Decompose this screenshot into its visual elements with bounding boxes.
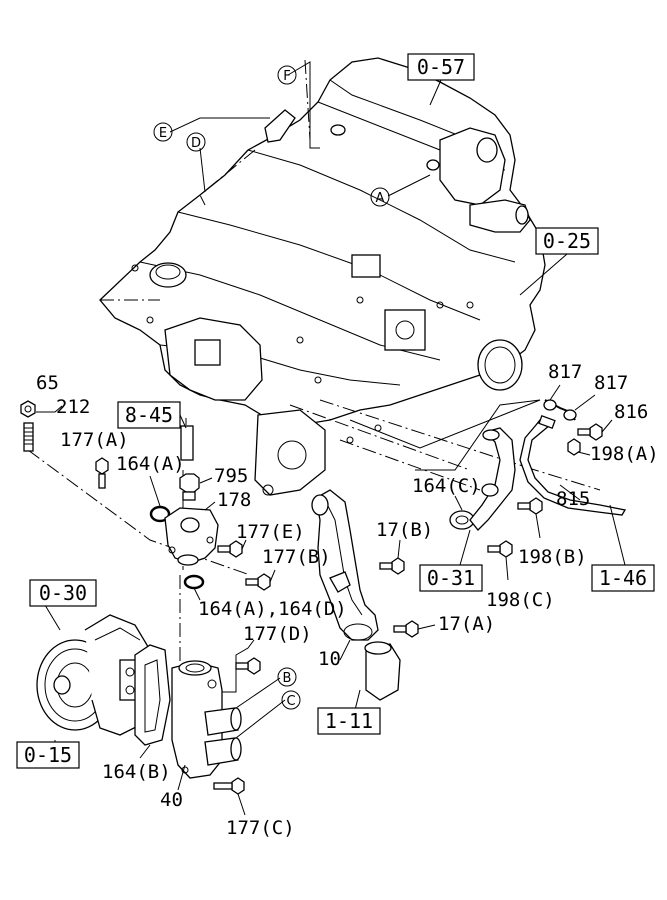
o-ring-164a-d <box>183 574 205 590</box>
label-198b: 198(B) <box>518 546 587 568</box>
label-178: 178 <box>217 489 251 511</box>
svg-text:A: A <box>376 191 385 206</box>
label-17a: 17(A) <box>438 613 495 635</box>
label-212: 212 <box>56 396 90 418</box>
label-177a: 177(A) <box>60 429 129 451</box>
nut-65 <box>20 400 36 418</box>
bolt-198c <box>487 540 513 558</box>
ref-box-8-45: 8-45 <box>117 401 181 429</box>
pipe-0-31 <box>469 427 516 531</box>
svg-text:0-25: 0-25 <box>543 229 591 253</box>
svg-text:1-11: 1-11 <box>325 709 373 733</box>
bolt-17a <box>393 620 419 638</box>
circle-label-e: E <box>153 122 173 142</box>
label-164a: 164(A) <box>116 453 185 475</box>
hose-1-11 <box>364 641 401 701</box>
label-198c: 198(C) <box>486 589 555 611</box>
washer-817a <box>543 399 557 411</box>
bolt-177c <box>213 777 245 795</box>
svg-text:0-30: 0-30 <box>39 581 87 605</box>
bolt-177b-1 <box>245 573 271 591</box>
label-795: 795 <box>214 465 248 487</box>
label-177c: 177(C) <box>226 817 295 839</box>
housing-40 <box>171 660 242 779</box>
label-815: 815 <box>556 488 590 510</box>
bolt-198a <box>567 438 581 456</box>
engine-head-assembly <box>99 57 546 496</box>
ref-box-0-25: 0-25 <box>535 227 599 255</box>
washer-817b <box>563 409 577 421</box>
svg-text:C: C <box>286 694 295 709</box>
svg-text:1-46: 1-46 <box>599 566 647 590</box>
ref-box-0-30: 0-30 <box>29 579 97 607</box>
gasket-164c <box>449 510 475 530</box>
circle-label-f: F <box>277 65 297 85</box>
svg-text:F: F <box>283 69 290 84</box>
label-10: 10 <box>318 648 341 670</box>
water-pump <box>36 614 151 736</box>
svg-text:0-15: 0-15 <box>24 743 72 767</box>
label-177b-1: 177(B) <box>262 546 331 568</box>
housing-178 <box>164 507 219 566</box>
label-65: 65 <box>36 372 59 394</box>
bolt-816 <box>577 423 603 441</box>
bolt-17b <box>379 557 405 575</box>
svg-text:8-45: 8-45 <box>125 403 173 427</box>
ref-box-0-31: 0-31 <box>419 564 483 592</box>
gasket-164b <box>134 644 171 746</box>
label-817b: 817 <box>594 372 628 394</box>
bolt-177a <box>95 457 109 489</box>
stud-212 <box>23 422 34 452</box>
bolt-198b <box>517 497 543 515</box>
label-816: 816 <box>614 401 648 423</box>
label-164c: 164(C) <box>412 475 481 497</box>
svg-text:B: B <box>283 671 292 686</box>
bolt-177d <box>235 657 261 675</box>
fitting-795 <box>179 425 200 501</box>
circle-label-b: B <box>277 667 297 687</box>
label-40: 40 <box>160 789 183 811</box>
label-198a: 198(A) <box>590 443 659 465</box>
label-17b: 17(B) <box>376 519 433 541</box>
label-164b: 164(B) <box>102 761 171 783</box>
ref-box-0-57: 0-57 <box>407 53 475 81</box>
label-164a-164d: 164(A),164(D) <box>198 598 347 620</box>
ref-box-1-11: 1-11 <box>317 707 381 735</box>
svg-text:0-31: 0-31 <box>427 566 475 590</box>
circle-label-d: D <box>186 132 206 152</box>
circle-label-c: C <box>281 690 301 710</box>
svg-text:0-57: 0-57 <box>417 55 465 79</box>
ref-box-0-15: 0-15 <box>16 741 80 769</box>
svg-text:D: D <box>191 136 201 151</box>
circle-label-a: A <box>370 187 390 207</box>
bolt-177e <box>217 540 243 558</box>
label-177e: 177(E) <box>236 521 305 543</box>
label-177d: 177(D) <box>243 623 312 645</box>
ref-box-1-46: 1-46 <box>591 564 655 592</box>
svg-text:E: E <box>159 126 167 141</box>
label-817a: 817 <box>548 361 582 383</box>
pipe-10 <box>311 489 379 641</box>
o-ring-164a <box>149 505 171 523</box>
